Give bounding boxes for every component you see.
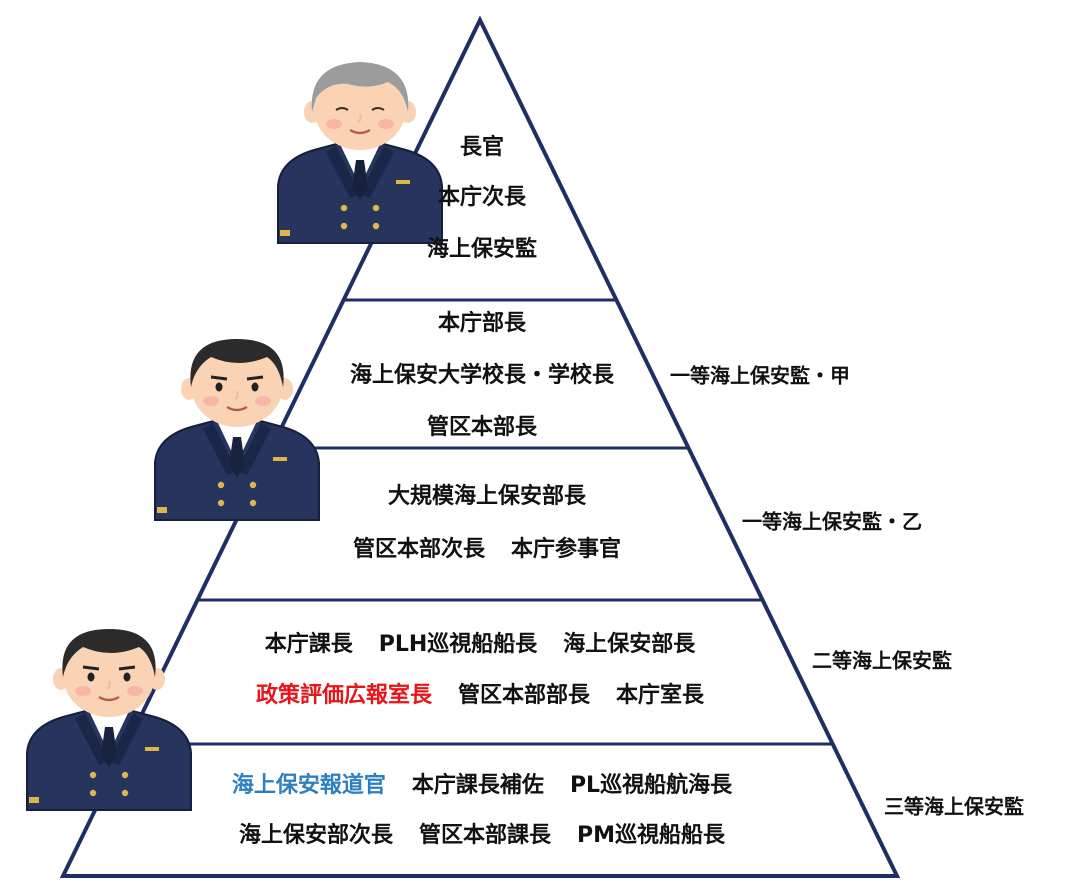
rank-label: 三等海上保安監	[884, 795, 1024, 819]
tier-line: 長官	[460, 134, 504, 160]
position-label: 海上保安監	[427, 236, 537, 262]
position-label: 管区本部次長	[353, 536, 486, 562]
position-label: PLH巡視船船長	[379, 631, 539, 657]
position-label: 管区本部長	[427, 414, 538, 440]
position-label: 本庁参事官	[511, 536, 621, 562]
position-label: PL巡視船航海長	[570, 772, 733, 798]
position-label-highlight-blue: 海上保安報道官	[232, 772, 386, 798]
position-label-highlight-red: 政策評価広報室長	[256, 682, 433, 708]
middle-officer-figure	[154, 339, 320, 521]
position-label: 本庁部長	[438, 310, 527, 336]
position-label: PM巡視船船長	[577, 822, 726, 848]
rank-label: 一等海上保安監・乙	[742, 510, 922, 534]
senior-officer-figure	[277, 62, 443, 244]
position-label: 管区本部課長	[419, 822, 552, 848]
tier-labels: 長官本庁次長海上保安監本庁部長海上保安大学校長・学校長管区本部長大規模海上保安部…	[232, 134, 733, 848]
tier-line: 管区本部次長本庁参事官	[353, 536, 621, 562]
position-label: 海上保安大学校長・学校長	[350, 362, 615, 388]
junior-officer-figure	[26, 629, 192, 811]
tier-line: 本庁課長 PLH巡視船船長海上保安部長	[265, 631, 697, 657]
rank-label: 二等海上保安監	[812, 649, 952, 673]
officer-figures	[26, 62, 443, 811]
tier-line: 海上保安部次長管区本部課長 PM巡視船船長	[239, 822, 726, 848]
position-label: 本庁室長	[616, 682, 705, 708]
tier-line: 海上保安報道官本庁課長補佐 PL巡視船航海長	[232, 772, 733, 798]
position-label: 管区本部部長	[458, 682, 591, 708]
position-label: 長官	[460, 134, 504, 160]
position-label: 本庁課長	[265, 631, 354, 657]
position-label: 大規模海上保安部長	[388, 483, 587, 509]
position-label: 本庁次長	[438, 184, 527, 210]
position-label: 海上保安部次長	[239, 822, 394, 848]
tier-line: 海上保安監	[427, 236, 537, 262]
rank-label: 一等海上保安監・甲	[670, 364, 850, 388]
tier-line: 大規模海上保安部長	[388, 483, 587, 509]
tier-line: 海上保安大学校長・学校長	[350, 362, 615, 388]
position-label: 海上保安部長	[563, 631, 696, 657]
tier-line: 本庁部長	[438, 310, 527, 336]
position-label: 本庁課長補佐	[412, 772, 544, 798]
tier-line: 本庁次長	[438, 184, 527, 210]
tier-line: 管区本部長	[427, 414, 538, 440]
tier-line: 政策評価広報室長管区本部部長本庁室長	[256, 682, 705, 708]
